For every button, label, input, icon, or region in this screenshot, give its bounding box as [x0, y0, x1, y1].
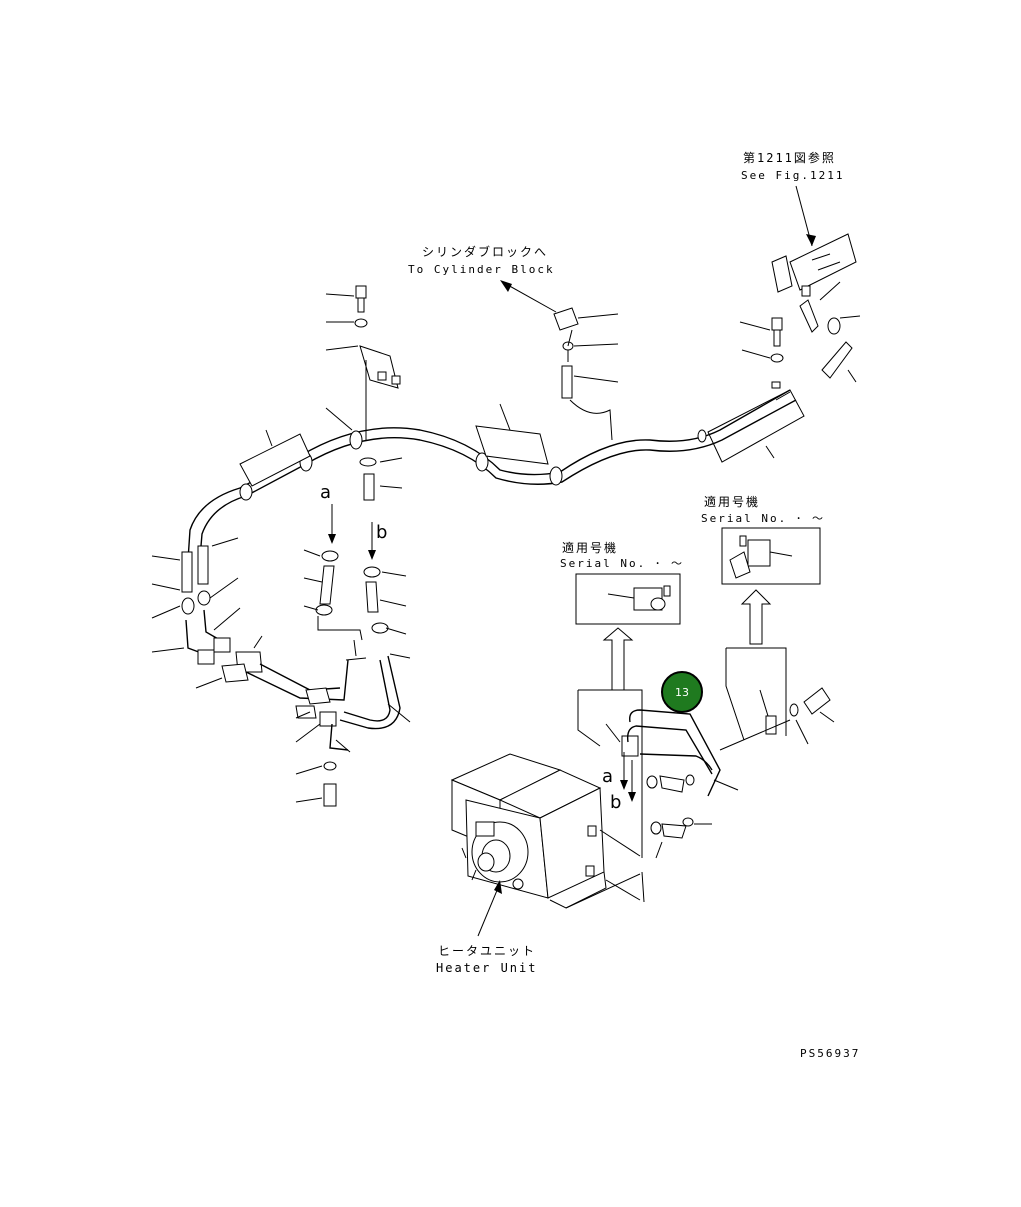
serial-group-1: 適用号機 Serial No. ･ ～ — [560, 540, 684, 691]
left-vertical-pipes — [151, 537, 241, 655]
top-left-bracket — [325, 285, 403, 501]
middle-sleeve — [475, 403, 549, 465]
cylinder-block-leader — [505, 283, 557, 313]
pipe-assembly-13 — [626, 705, 791, 859]
heater-unit-drawing — [450, 753, 645, 909]
callout-13-number[interactable]: 13 — [675, 686, 689, 699]
detail-panel-right — [725, 647, 787, 741]
cylinder-block-en-label: To Cylinder Block — [408, 263, 555, 276]
serial-en-2-label: Serial No. ･ ～ — [701, 512, 825, 525]
drawing-number: PS56937 — [800, 1047, 860, 1060]
engine-outlet-fitting — [771, 233, 857, 297]
callout-13-badge[interactable] — [661, 671, 703, 713]
short-hoses-ab — [303, 549, 407, 641]
right-sleeve — [707, 389, 805, 463]
fig-ref-arrowhead — [806, 234, 816, 246]
serial-jp-1-label: 適用号機 — [562, 540, 618, 555]
heater-leader — [477, 887, 499, 937]
cylinder-block-arrowhead — [500, 280, 512, 292]
main-heater-hose — [187, 389, 797, 561]
heater-unit-en-label: Heater Unit — [436, 961, 537, 975]
detail-panel-left — [577, 689, 643, 858]
mark-a-bottom: a — [602, 766, 613, 787]
left-sleeve — [239, 429, 311, 487]
mark-a-top-arrowhead — [328, 534, 336, 544]
cylinder-block-jp-label: シリンダブロックへ — [422, 244, 548, 259]
heater-unit-jp-label: ヒータユニット — [438, 944, 536, 958]
mark-a-bottom-arrowhead — [620, 780, 628, 790]
top-right-hose-group — [739, 281, 861, 389]
fig-ref-en-label: See Fig.1211 — [741, 169, 844, 182]
serial-jp-2-label: 適用号機 — [704, 494, 760, 509]
mark-b-bottom-arrowhead — [628, 792, 636, 802]
serial-group-2: 適用号機 Serial No. ･ ～ — [701, 494, 825, 645]
mark-b-top: b — [376, 522, 387, 543]
right-bolt — [789, 687, 835, 745]
heater-arrowhead — [494, 880, 502, 894]
mark-b-top-arrowhead — [368, 550, 376, 560]
fig-ref-jp-label: 第1211図参照 — [743, 150, 836, 165]
lower-left-fittings — [195, 635, 411, 807]
cylinder-block-fitting — [553, 307, 619, 441]
mark-b-bottom: b — [610, 792, 621, 813]
serial-en-1-label: Serial No. ･ ～ — [560, 557, 684, 570]
mark-a-top: a — [320, 482, 331, 503]
